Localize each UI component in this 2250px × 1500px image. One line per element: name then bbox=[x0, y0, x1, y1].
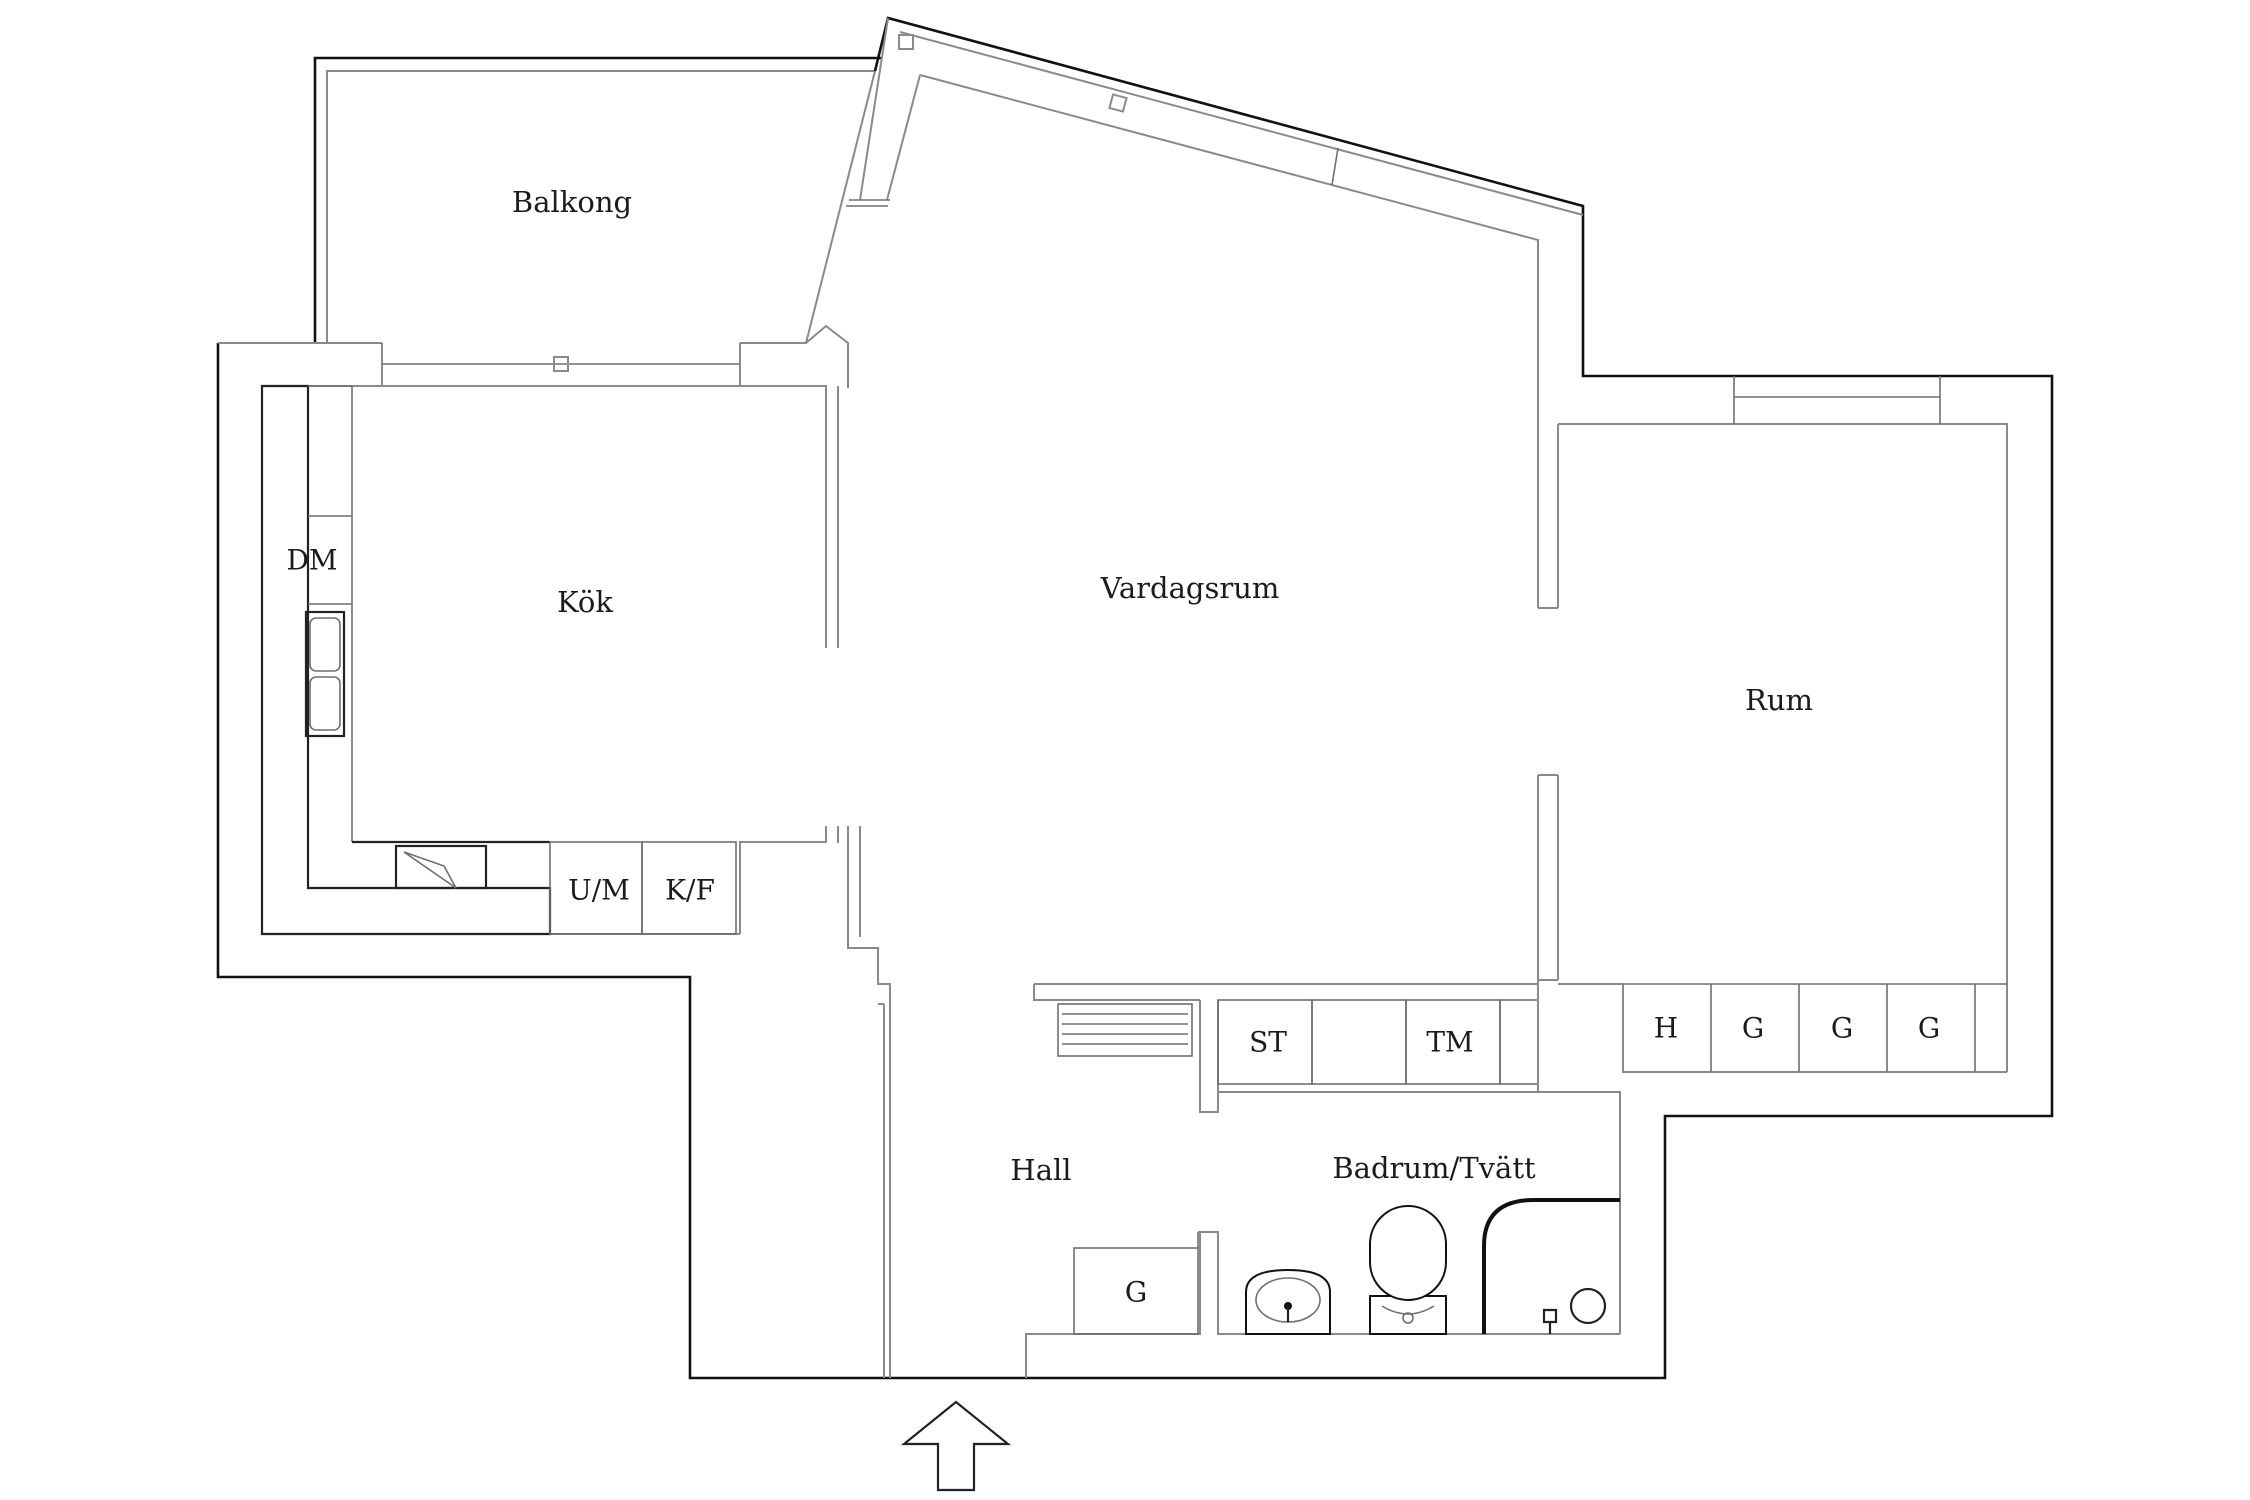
fixture-label-h: H bbox=[1654, 1012, 1678, 1045]
outer-walls bbox=[216, 16, 2054, 1380]
fixture-label-st: ST bbox=[1249, 1026, 1287, 1059]
fixture-label-g3: G bbox=[1918, 1012, 1940, 1045]
sink-icon bbox=[1245, 1268, 1331, 1335]
radiator-icon bbox=[1057, 1003, 1193, 1057]
fixture-label-kf: K/F bbox=[665, 874, 715, 907]
entrance-arrow-icon bbox=[900, 1400, 1012, 1492]
shower-icon bbox=[1482, 1198, 1620, 1334]
room-label-balkong: Balkong bbox=[512, 185, 632, 219]
fixture-label-tm: TM bbox=[1426, 1026, 1473, 1059]
fixture-label-g1: G bbox=[1742, 1012, 1764, 1045]
room-label-rum: Rum bbox=[1745, 683, 1813, 717]
hall-bath-walls bbox=[878, 980, 1621, 1378]
bedroom-walls bbox=[1558, 376, 2008, 1073]
room-label-vardagsrum: Vardagsrum bbox=[1100, 571, 1280, 605]
living-walls bbox=[847, 424, 1559, 1378]
fixture-label-um: U/M bbox=[568, 874, 630, 907]
fixture-label-dm: DM bbox=[286, 544, 337, 577]
kitchen-counter bbox=[260, 384, 737, 936]
toilet-icon bbox=[1369, 1205, 1447, 1335]
room-labels: Balkong Kök Vardagsrum Rum Hall Badrum/T… bbox=[512, 185, 1813, 1187]
fixture-label-g2: G bbox=[1831, 1012, 1853, 1045]
fixture-labels: DM U/M K/F ST TM H G G G G bbox=[286, 544, 1940, 1309]
fixture-label-g-hall: G bbox=[1125, 1276, 1147, 1309]
kitchen-sink-icon bbox=[304, 610, 346, 738]
room-label-kok: Kök bbox=[557, 585, 613, 619]
room-label-hall: Hall bbox=[1010, 1153, 1071, 1187]
room-label-badrum: Badrum/Tvätt bbox=[1332, 1151, 1536, 1185]
